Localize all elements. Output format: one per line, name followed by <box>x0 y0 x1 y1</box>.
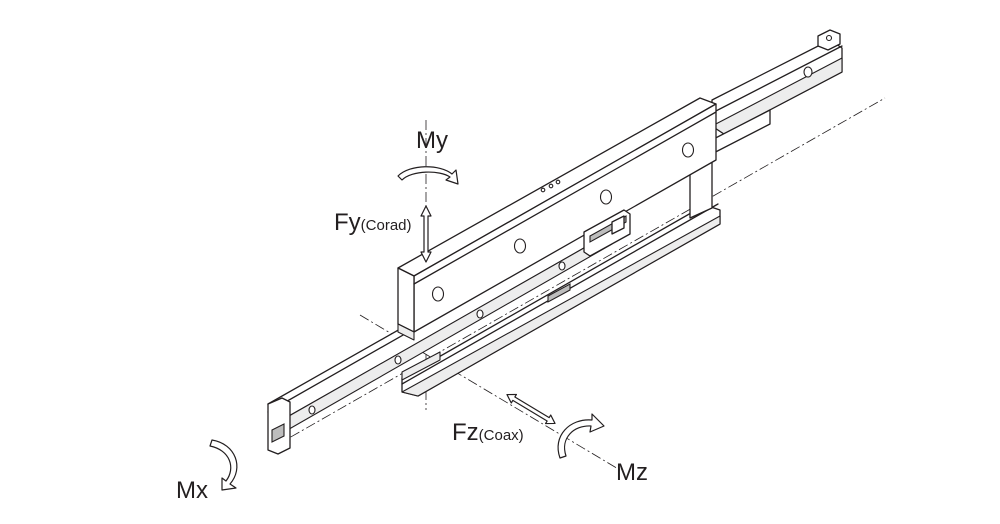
mz-curved-arrow <box>557 413 605 459</box>
rear-rail-edge <box>711 45 843 114</box>
rear-rail-stop-hole <box>825 34 833 42</box>
carriage-hole-3 <box>599 189 613 205</box>
front-rail-hole-2 <box>394 355 402 365</box>
fy-arrow <box>420 205 432 263</box>
rear-rail <box>699 29 843 161</box>
front-rail-hole-4 <box>558 261 566 271</box>
lower-block <box>401 351 441 381</box>
longitudinal-axis <box>274 97 886 447</box>
carriage-lip <box>397 323 415 341</box>
ball-cage-lower <box>547 283 571 303</box>
mz-label: Mz <box>616 459 648 486</box>
carriage <box>397 97 717 341</box>
fy-label-main: Fy <box>334 209 361 236</box>
carriage-top-hole-2 <box>548 183 554 189</box>
mx-moment-arrow <box>209 439 238 491</box>
mz-moment-arrow <box>557 413 605 459</box>
carriage-hole-1 <box>431 286 445 302</box>
fz-label: Fz(Coax) <box>452 419 524 446</box>
my-curved-arrow <box>397 166 459 185</box>
front-rail-end-slot <box>271 423 285 443</box>
carriage-hole-2 <box>513 238 527 254</box>
fy-double-arrow <box>420 205 432 263</box>
carriage-end-face <box>397 267 415 333</box>
fz-label-main: Fz <box>452 419 479 446</box>
ball-cage-end <box>611 215 625 235</box>
rear-rail-hole <box>803 66 813 78</box>
carriage-hole-4 <box>681 142 695 158</box>
lower-slide <box>401 154 721 397</box>
lower-slide-underside <box>401 215 721 397</box>
mx-curved-arrow <box>209 439 238 491</box>
ball-cage <box>401 209 631 381</box>
my-moment-arrow <box>397 166 459 185</box>
carriage-top-edge <box>413 111 717 285</box>
front-rail-hole-3 <box>476 309 484 319</box>
carriage-top-hole-1 <box>540 187 546 193</box>
fz-arrow <box>506 393 556 425</box>
fy-label: Fy(Corad) <box>334 209 412 236</box>
mx-label: Mx <box>176 477 208 504</box>
fy-label-sub: (Corad) <box>361 217 412 234</box>
front-rail-hole-1 <box>308 405 316 415</box>
carriage-top-hole-3 <box>555 179 561 185</box>
fz-double-arrow <box>506 393 556 425</box>
my-label: My <box>416 127 448 154</box>
fz-label-sub: (Coax) <box>479 427 524 444</box>
